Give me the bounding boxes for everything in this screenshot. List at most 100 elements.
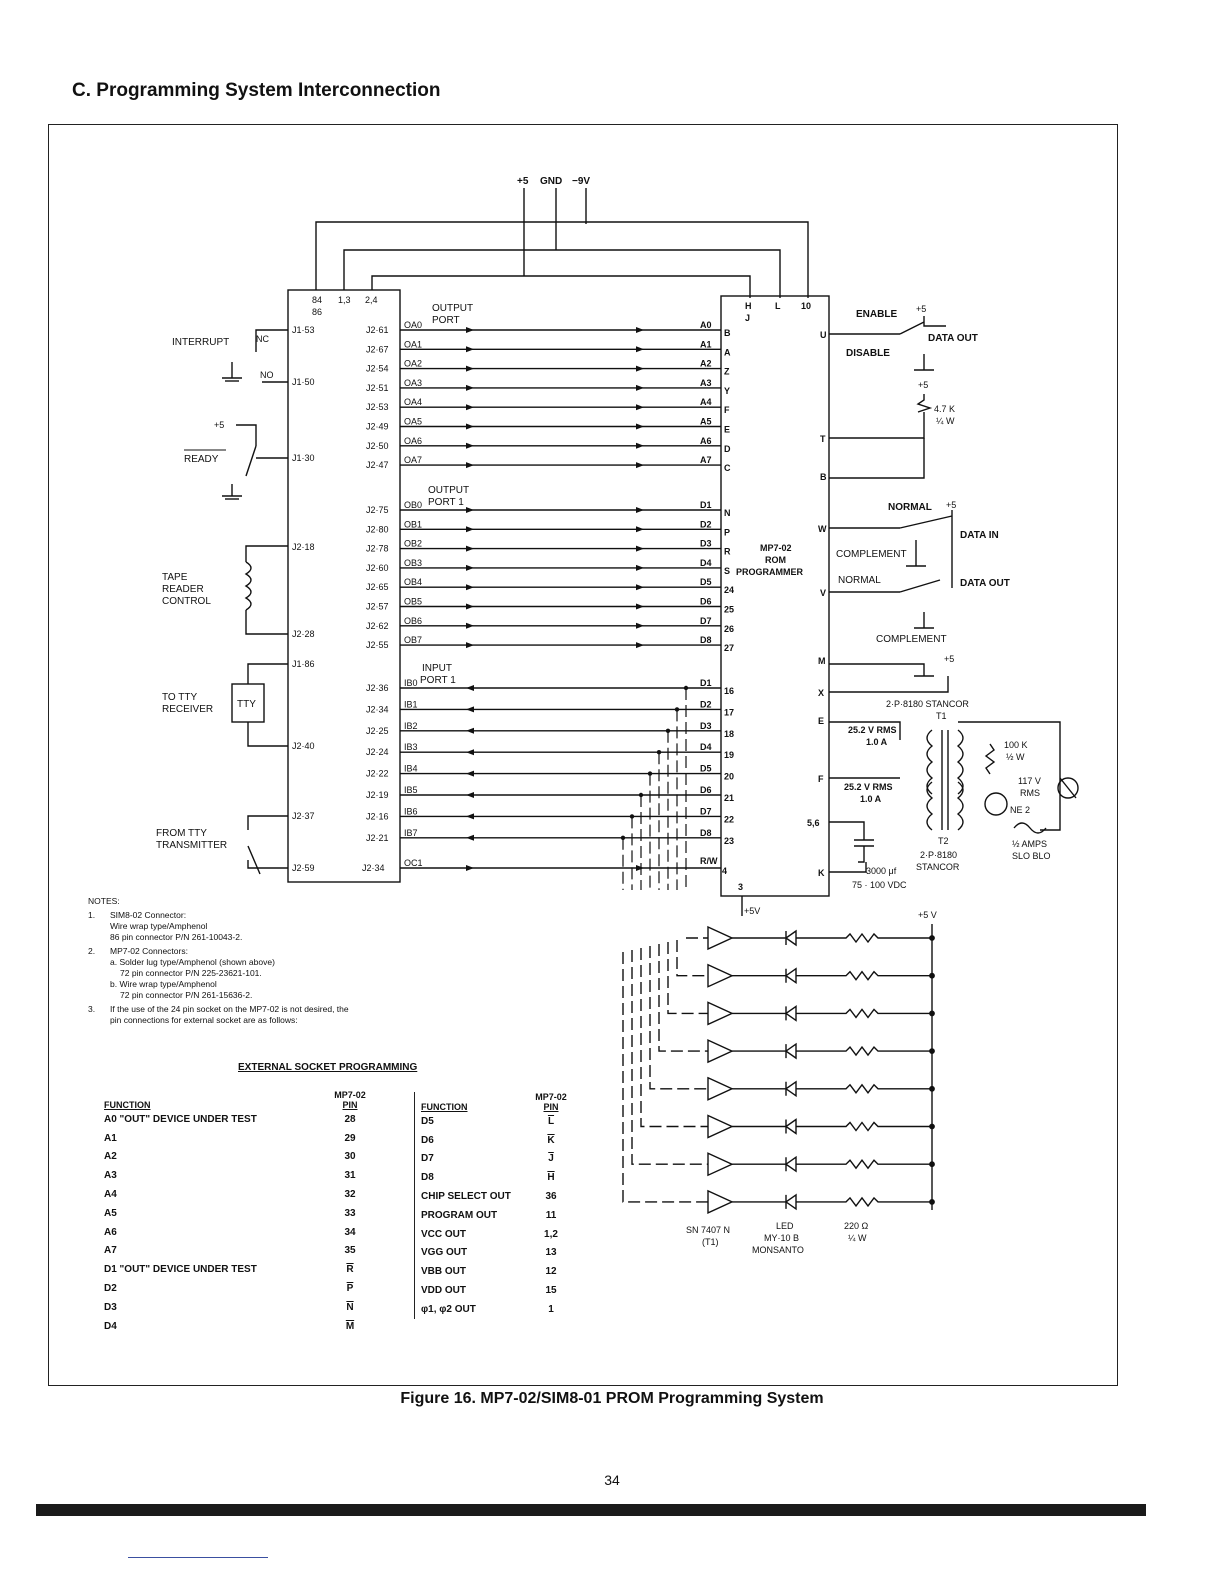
arrow-icon	[636, 584, 644, 591]
mp-right-pin: W	[818, 524, 827, 534]
function-cell: VCC OUT	[421, 1228, 466, 1240]
nc-label: NC	[256, 334, 269, 344]
signal-name: OA3	[404, 378, 422, 388]
rms2-label: 25.2 V RMS	[844, 782, 893, 792]
plus5-label: +5	[918, 380, 928, 390]
j2-left-pin: J2·59	[292, 863, 315, 873]
capacitor-label: 75 · 100 VDC	[852, 880, 907, 890]
arrow-icon	[636, 545, 644, 552]
output-port0-title: OUTPUT	[432, 303, 473, 314]
mp-pin: 18	[724, 729, 734, 739]
mp-pin: 25	[724, 605, 734, 615]
arrow-icon	[466, 792, 474, 798]
arrow-icon	[466, 327, 474, 333]
arrow-icon	[636, 603, 644, 610]
note-text: 72 pin connector P/N 261-15636-2.	[120, 990, 253, 1000]
function-cell: D6	[421, 1134, 434, 1146]
buffer-triangle-icon	[707, 925, 734, 951]
led-resistor-icon	[796, 1045, 932, 1057]
note-text: 86 pin connector P/N 261-10043-2.	[110, 932, 243, 942]
j1-pin: J1·53	[292, 325, 315, 335]
mp-pin: N	[724, 508, 731, 518]
mp-pin: 19	[724, 750, 734, 760]
footer-rule	[128, 1557, 268, 1558]
fuse-label: ½ AMPS	[1012, 839, 1047, 849]
tape-reader-label: READER	[162, 584, 204, 595]
j2-pin: J2·21	[366, 833, 389, 843]
signal-name: OC1	[404, 858, 423, 868]
mp-right-pin: 5,6	[807, 818, 820, 828]
buffer-triangle-icon	[707, 1039, 734, 1064]
led-feed-line	[676, 940, 708, 977]
mp-signal-name: D3	[700, 721, 712, 731]
ready-label: READY	[184, 454, 219, 465]
buffer-triangle-icon	[707, 1076, 734, 1101]
mp-pin: 17	[724, 707, 734, 717]
arrow-icon	[466, 423, 474, 430]
notes: NOTES: 1. SIM8-02 Connector: Wire wrap t…	[88, 896, 468, 1026]
j2-pin: J2·47	[366, 460, 389, 470]
pin-cell: L	[547, 1115, 555, 1127]
mains-label: RMS	[1020, 788, 1040, 798]
note-text: If the use of the 24 pin socket on the M…	[110, 1004, 349, 1014]
interrupt-label: INTERRUPT	[172, 337, 229, 348]
signal-name: OB3	[404, 558, 422, 568]
j1-pin: J1·86	[292, 659, 315, 669]
pin-cell: 15	[545, 1285, 557, 1297]
complement-label: COMPLEMENT	[836, 549, 907, 560]
pin-cell: 28	[344, 1113, 356, 1125]
function-cell: A5	[104, 1207, 117, 1219]
led-diode-icon	[784, 1042, 797, 1060]
tape-reader-label: TAPE	[162, 572, 188, 583]
led-resistor-icon	[796, 970, 932, 981]
arrow-icon	[466, 584, 474, 591]
note-text: Wire wrap type/Amphenol	[110, 921, 208, 931]
mp-signal-name: D5	[700, 577, 712, 587]
mp-bottom-pin: 3	[738, 882, 743, 892]
j2-left-pin: J2·28	[292, 629, 315, 639]
mp-signal-name: A2	[700, 359, 712, 369]
led-diode-icon	[784, 929, 797, 947]
mp-pin: 20	[724, 772, 734, 782]
arrow-icon	[636, 327, 644, 333]
led-resistor-icon	[796, 1008, 932, 1019]
pin-cell: 11	[545, 1209, 557, 1221]
arrow-icon	[466, 346, 474, 353]
j2-pin: J2·57	[366, 602, 389, 612]
function-cell: D4	[104, 1320, 117, 1332]
function-header: FUNCTION	[104, 1100, 151, 1110]
arrow-icon	[466, 642, 474, 649]
mp-pin: 21	[724, 793, 734, 803]
j1-pin: J1·50	[292, 377, 315, 387]
normal-label: NORMAL	[838, 575, 881, 586]
output-port1-title: OUTPUT	[428, 485, 469, 496]
signal-name: IB7	[404, 828, 418, 838]
function-header: FUNCTION	[421, 1102, 468, 1112]
no-label: NO	[260, 370, 274, 380]
enable-label: ENABLE	[856, 309, 897, 320]
power-minus9-label: −9V	[572, 176, 590, 187]
led-diode-icon	[784, 1118, 797, 1135]
arrow-icon	[466, 603, 474, 610]
led-resistor-icon	[796, 1083, 932, 1094]
external-socket-title: EXTERNAL SOCKET PROGRAMMING	[238, 1062, 418, 1073]
arrow-icon	[636, 404, 644, 411]
j2-pin: J2·78	[366, 544, 389, 554]
j2-pin: J2·16	[366, 811, 389, 821]
signal-name: OB1	[404, 519, 422, 529]
led-resistor-icon	[796, 932, 932, 944]
t1-label: T1	[936, 711, 947, 721]
pin-cell: 1,2	[544, 1228, 558, 1240]
function-cell: VBB OUT	[421, 1266, 466, 1278]
note-text: SIM8-02 Connector:	[110, 910, 187, 920]
from-tty-label: FROM TTY	[156, 828, 207, 839]
mp-signal-name: A6	[700, 436, 712, 446]
function-cell: A7	[104, 1245, 117, 1257]
sim-top-pin: 1,3	[338, 295, 351, 305]
mp-pin: Y	[724, 386, 730, 396]
